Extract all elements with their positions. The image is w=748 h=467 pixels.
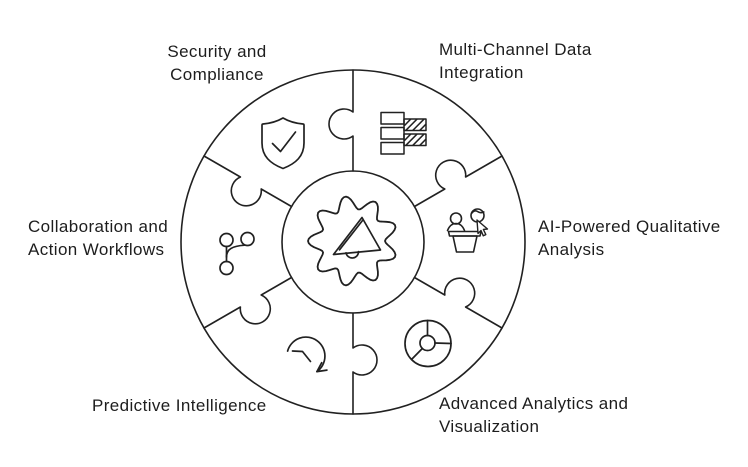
- donut-chart-icon: [404, 319, 452, 368]
- divider-top: [328, 69, 354, 172]
- check-mark: [271, 131, 297, 153]
- people-cursor-icon: [446, 208, 489, 253]
- circular-arrow-icon: [286, 336, 328, 373]
- gear-outline: [307, 195, 397, 287]
- label-advanced-analytics: Advanced Analytics and Visualization: [439, 394, 629, 436]
- label-predictive: Predictive Intelligence: [92, 396, 267, 415]
- stacked-bars-icon: [380, 111, 427, 155]
- branch-nodes-icon: [219, 231, 255, 276]
- shield-check-icon: [261, 117, 305, 170]
- megaphone-icon: [332, 216, 382, 259]
- gear-megaphone-icon: [307, 195, 397, 287]
- label-multichannel: Multi-Channel Data Integration: [439, 40, 592, 82]
- divider-lower-right: [413, 276, 503, 329]
- cursor-arrow: [476, 219, 489, 237]
- label-collaboration: Collaboration and Action Workflows: [28, 217, 169, 259]
- label-ai-analysis: AI-Powered Qualitative Analysis: [538, 217, 721, 259]
- divider-upper-right: [413, 155, 503, 208]
- hub-circle: [281, 170, 425, 314]
- divider-upper-left: [203, 155, 293, 208]
- divider-lower-left: [203, 276, 293, 329]
- divider-bottom: [352, 312, 378, 415]
- label-security: Security and Compliance: [167, 42, 267, 84]
